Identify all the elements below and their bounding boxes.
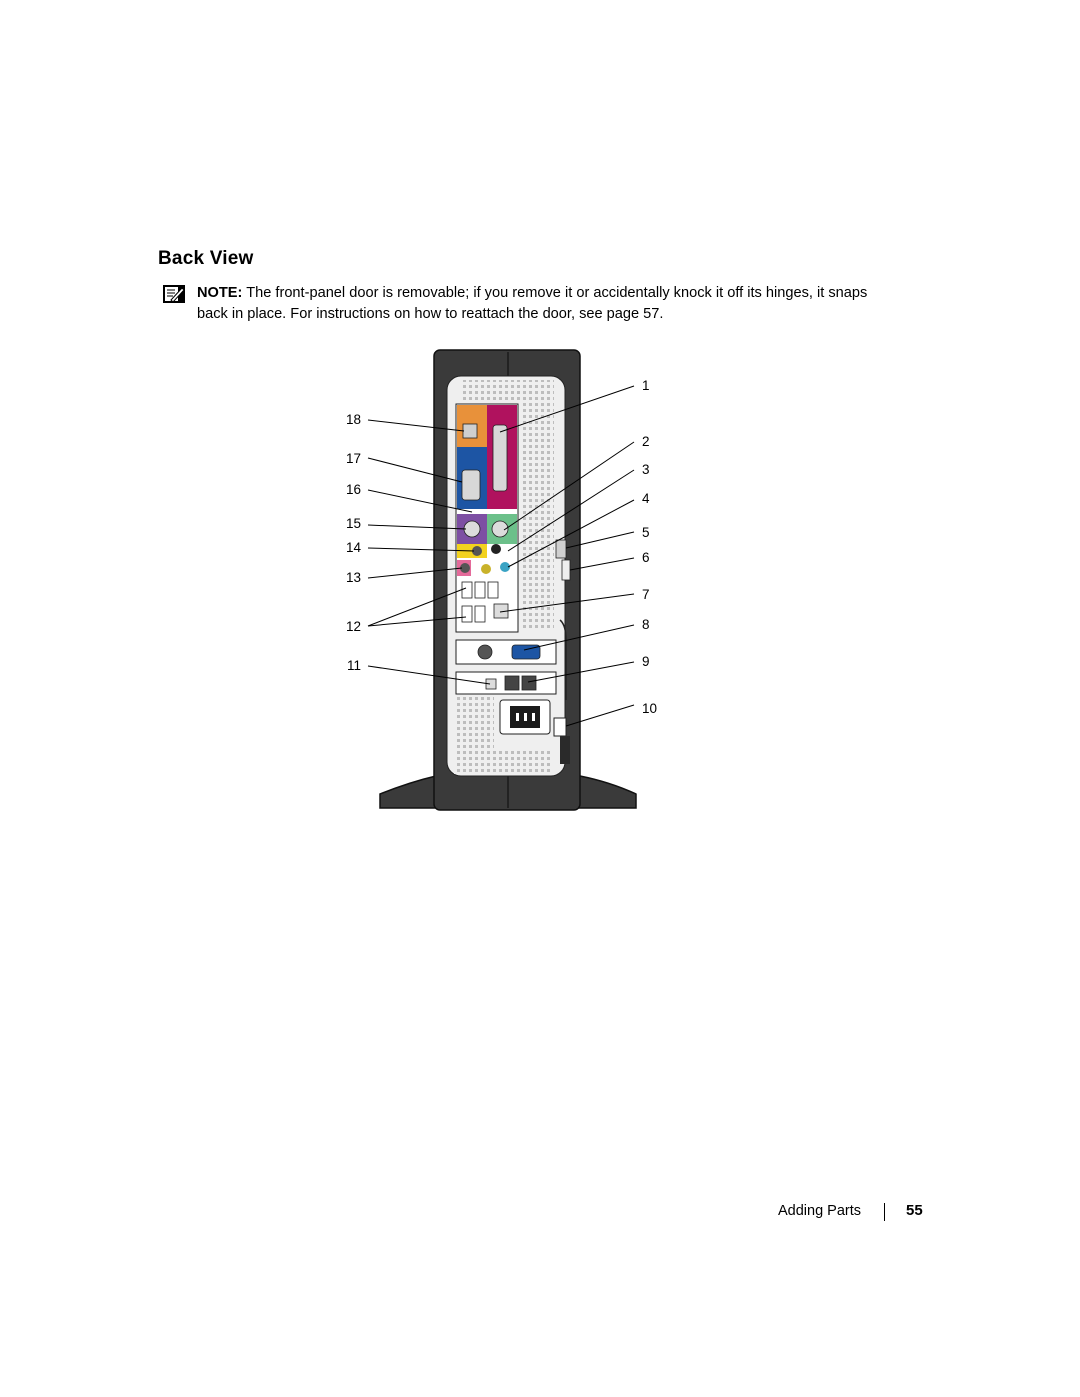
note-pencil-icon [163, 285, 185, 303]
audio-connector-teal [500, 562, 510, 572]
callout-11: 11 [347, 658, 361, 673]
callout-9: 9 [642, 654, 650, 669]
power-switch [553, 717, 567, 737]
mouse-connector [491, 520, 509, 538]
s-video-connector [477, 644, 493, 660]
stand-latch [560, 736, 570, 764]
callout-14: 14 [346, 540, 362, 555]
modem-indicator [485, 678, 497, 690]
page-number: 55 [906, 1202, 923, 1219]
callout-8: 8 [642, 617, 650, 632]
footer-section-label: Adding Parts [778, 1203, 862, 1219]
network-connector [462, 423, 478, 439]
line-out-connector [472, 546, 482, 556]
callout-2: 2 [642, 434, 650, 449]
keyboard-connector [463, 520, 481, 538]
callout-7: 7 [642, 587, 650, 602]
video-connector [461, 469, 481, 501]
vga-connector [511, 644, 541, 660]
callout-1: 1 [642, 378, 650, 393]
callout-3: 3 [642, 462, 650, 477]
callout-lines-right [499, 385, 635, 727]
footer-separator [884, 1203, 885, 1221]
section-heading: Back View [158, 248, 254, 269]
callout-17: 17 [346, 451, 361, 466]
callouts-left: 18 17 16 15 14 13 12 11 [346, 412, 362, 673]
modem-phone-jack [521, 675, 537, 691]
callout-6: 6 [642, 550, 650, 565]
callouts-right: 1 2 3 4 5 6 7 8 9 10 [642, 378, 657, 716]
line-in-connector [491, 544, 501, 554]
audio-connector [481, 564, 491, 574]
callout-18: 18 [346, 412, 361, 427]
callout-12: 12 [346, 619, 361, 634]
callout-lines-left [367, 419, 491, 685]
callout-10: 10 [642, 701, 657, 716]
power-area [499, 699, 551, 735]
parallel-connector [492, 424, 508, 492]
usb-connectors [461, 581, 499, 623]
callout-15: 15 [346, 516, 361, 531]
io-panel [455, 403, 519, 633]
callout-16: 16 [346, 482, 361, 497]
note-paragraph: NOTE: The front-panel door is removable;… [197, 283, 887, 325]
callout-13: 13 [346, 570, 361, 585]
note-label: NOTE: [197, 285, 243, 301]
padlock-ring [555, 539, 567, 559]
security-cable-slot [561, 559, 571, 581]
callout-4: 4 [642, 491, 650, 506]
modem-line-jack [504, 675, 520, 691]
note-text: The front-panel door is removable; if yo… [197, 285, 868, 322]
microphone-connector [460, 563, 470, 573]
expansion-slots [455, 639, 557, 695]
callout-5: 5 [642, 525, 650, 540]
